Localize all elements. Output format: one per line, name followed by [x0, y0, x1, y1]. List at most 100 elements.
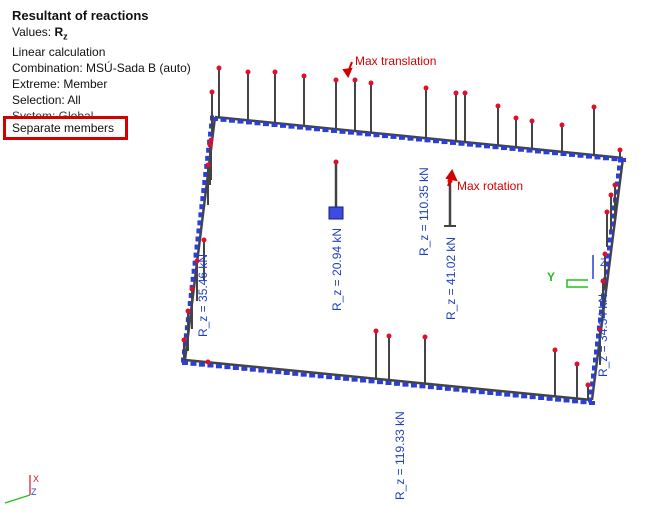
support-block: [190, 361, 197, 366]
reaction-tip: [301, 73, 307, 79]
support-block: [201, 188, 206, 194]
support-block: [258, 368, 265, 373]
support-block: [591, 373, 595, 379]
support-block: [356, 131, 363, 136]
support-block: [220, 117, 227, 122]
support-block: [181, 357, 185, 363]
support-block: [410, 383, 417, 388]
support-block: [197, 220, 202, 226]
reaction-tip: [185, 308, 191, 314]
support-block: [419, 384, 426, 389]
support-block: [458, 141, 465, 146]
support-block: [605, 261, 609, 267]
support-block: [407, 136, 414, 141]
reaction-vectors: [181, 65, 623, 400]
support-block: [249, 367, 256, 372]
support-block: [552, 151, 558, 156]
support-block: [560, 152, 567, 157]
support-block: [390, 134, 397, 139]
support-block: [616, 173, 620, 179]
reaction-tip: [602, 251, 608, 257]
support-block: [368, 379, 375, 384]
support-block: [200, 196, 205, 202]
support-block: [620, 158, 626, 162]
support-block: [509, 146, 516, 151]
support-block: [603, 156, 609, 161]
support-block: [606, 253, 610, 259]
support-block: [598, 317, 602, 323]
support-block: [535, 149, 541, 154]
support-block: [182, 361, 188, 365]
support-block: [334, 376, 341, 380]
analysis-line: Linear calculation: [12, 45, 106, 60]
support-block: [348, 130, 354, 135]
support-block: [596, 333, 600, 339]
reaction-tip: [559, 122, 565, 128]
support-block: [193, 252, 198, 258]
support-block: [611, 213, 615, 219]
support-block: [280, 123, 286, 128]
support-block: [187, 301, 192, 307]
global-x-label: X: [33, 474, 39, 484]
reaction-tip: [333, 77, 339, 83]
support-block: [594, 155, 601, 160]
support-block: [198, 362, 205, 367]
support-block: [594, 349, 598, 355]
support-block: [538, 396, 545, 400]
reaction-label: R_z = 34.34 kN: [596, 294, 610, 377]
reaction-tip: [373, 328, 379, 334]
support-block: [202, 180, 207, 186]
support-block: [224, 365, 231, 370]
reaction-tip: [597, 327, 603, 333]
reaction-label: R_z = 41.02 kN: [444, 237, 458, 320]
reaction-tip: [352, 77, 358, 83]
support-block: [305, 126, 312, 131]
support-block: [529, 395, 536, 400]
support-block: [365, 132, 371, 137]
support-block: [504, 392, 511, 397]
support-block: [241, 366, 248, 371]
support-block: [263, 122, 269, 127]
support-block: [478, 390, 485, 395]
support-block: [183, 333, 188, 339]
reaction-tip: [617, 147, 623, 153]
support-block: [518, 147, 524, 152]
support-block: [441, 140, 448, 145]
support-block: [433, 139, 439, 144]
reaction-tip: [205, 359, 211, 365]
support-block: [190, 276, 195, 282]
support-block: [205, 155, 210, 161]
support-block: [283, 371, 290, 375]
support-block: [467, 142, 473, 147]
support-block: [195, 236, 200, 242]
system-line: System: Global: [12, 109, 94, 118]
reaction-tip: [513, 115, 519, 121]
axis-y-label: Y: [547, 270, 555, 284]
reaction-tip: [612, 182, 618, 188]
support-block: [586, 154, 592, 159]
support-block: [589, 389, 593, 395]
support-block: [526, 148, 533, 153]
support-block: [198, 212, 203, 218]
support-block: [317, 374, 324, 379]
center-column: [328, 159, 456, 227]
values-prefix: Values:: [12, 25, 55, 39]
reaction-tip: [209, 89, 215, 95]
reaction-tip: [386, 333, 392, 339]
support-block: [563, 398, 570, 403]
support-block: [461, 388, 468, 393]
reaction-tip: [189, 286, 195, 292]
support-block: [546, 396, 553, 401]
reaction-tip: [201, 237, 207, 243]
support-block: [377, 380, 384, 385]
support-block: [188, 292, 193, 298]
support-block: [501, 146, 507, 151]
separate-members-option[interactable]: Separate members: [12, 121, 115, 135]
support-markers: [181, 115, 626, 405]
reaction-tip: [600, 278, 606, 284]
reaction-tip: [422, 334, 428, 340]
separate-members-highlight: [3, 116, 128, 140]
support-block: [427, 385, 434, 390]
support-block: [521, 394, 528, 399]
